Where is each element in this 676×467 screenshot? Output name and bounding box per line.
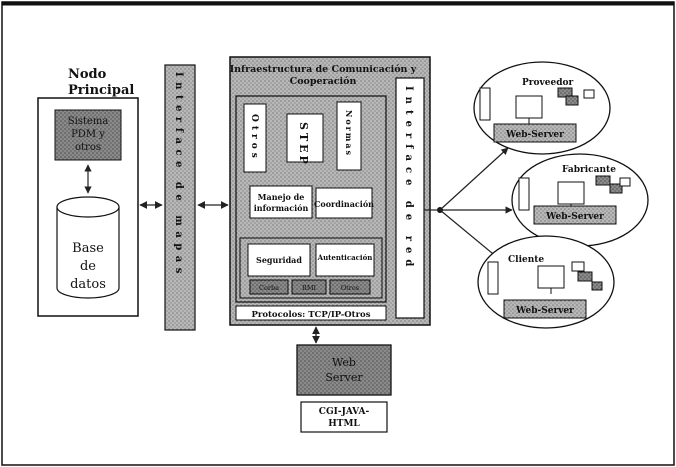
module-autenticacion: [315, 243, 375, 277]
module-manejo-label-1: Manejo de: [258, 192, 305, 202]
modules-frame: [235, 95, 387, 303]
main-node-title-2: Principal: [68, 83, 134, 98]
module-autenticacion-label: Autenticación: [317, 253, 373, 262]
module-small-2: [291, 279, 327, 295]
client-cliente-label: Cliente: [508, 255, 544, 265]
pdm-system-label-1: Sistema: [68, 116, 109, 127]
client-fabricante-server: Web-Server: [545, 212, 604, 222]
web-server-label-2: Server: [325, 371, 363, 384]
client-proveedor: [473, 61, 611, 155]
map-interface-bar: [164, 64, 196, 331]
database-cylinder: [56, 196, 120, 299]
db-label-3: datos: [70, 277, 106, 292]
db-label-2: de: [80, 259, 96, 274]
module-manejo-label-2: información: [254, 203, 309, 213]
module-otros-label: Otros: [249, 114, 259, 162]
module-seguridad-label: Seguridad: [256, 255, 302, 265]
module-step-label: STEP: [297, 122, 310, 167]
module-security-frame: [239, 237, 383, 299]
pdm-system-label-2: PDM y: [71, 129, 105, 140]
network-interface-bar: [395, 77, 425, 319]
module-small-3: [329, 279, 371, 295]
client-proveedor-label: Proveedor: [522, 78, 573, 88]
module-seguridad: [247, 243, 311, 277]
main-node-title-1: Nodo: [68, 67, 107, 82]
cgi-label-1: CGI-JAVA-: [319, 407, 370, 417]
module-small-1-label: Corba: [259, 284, 279, 292]
cgi-box: [300, 401, 388, 433]
client-cliente: [477, 235, 615, 329]
client-fabricante: [511, 153, 649, 247]
protocols-bar: [235, 305, 387, 321]
cgi-label-2: HTML: [328, 419, 360, 429]
module-step: [286, 113, 324, 163]
db-label-1: Base: [72, 241, 104, 256]
web-server-label-1: Web: [332, 356, 356, 369]
module-small-1: [249, 279, 289, 295]
arrow-to-proveedor: [439, 147, 509, 211]
protocols-label: Protocolos: TCP/IP-Otros: [251, 310, 370, 320]
module-small-2-label: RMI: [302, 284, 317, 292]
pdm-system-box: [54, 109, 122, 161]
client-proveedor-server: Web-Server: [505, 130, 564, 140]
module-coordinacion-label: Coordinación: [314, 199, 374, 209]
network-interface-label: Interface de red: [403, 86, 414, 272]
web-server-box: [296, 344, 392, 396]
infrastructure-title-1: Infraestructura de Comunicación y: [230, 64, 417, 75]
client-cliente-server: Web-Server: [515, 306, 574, 316]
module-coordinacion: [315, 187, 373, 219]
module-normas-label: Normas: [344, 110, 354, 157]
module-normas: [336, 101, 362, 171]
module-small-3-label: Otros: [341, 284, 359, 292]
pdm-system-label-3: otros: [75, 142, 101, 153]
client-fabricante-label: Fabricante: [562, 165, 616, 175]
arrow-to-cliente: [439, 209, 499, 259]
module-manejo: [249, 185, 313, 219]
module-otros: [243, 103, 267, 173]
infrastructure-title-2: Cooperación: [290, 76, 357, 87]
map-interface-label: Interface de mapas: [173, 72, 184, 279]
